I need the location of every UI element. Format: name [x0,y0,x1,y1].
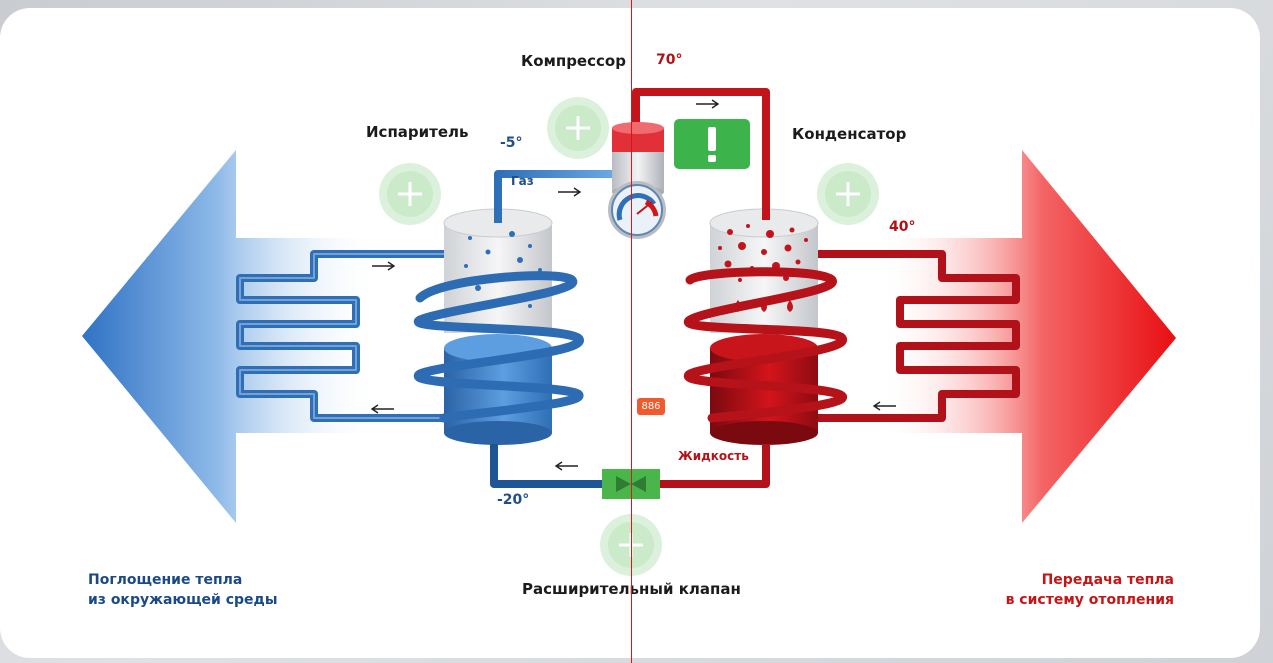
right-caption: Передача тепла в систему отопления [1006,570,1174,610]
heat-absorption-arrow [82,150,380,523]
cold-return-pipe [490,444,602,488]
condenser [683,208,847,445]
condenser-temp: 40° [889,219,916,235]
left-caption: Поглощение тепла из окружающей среды [88,570,278,610]
right-caption-line1: Передача тепла [1041,572,1174,588]
condenser-coil [812,250,1020,422]
diagram-card: Компрессор 70° Испаритель Конденсатор -5… [0,8,1260,658]
evaporator-coil [236,250,446,422]
condenser-label: Конденсатор [792,125,907,143]
evaporator-temp: -5° [500,135,523,151]
gas-label: Газ [511,174,534,188]
left-caption-line1: Поглощение тепла [88,572,243,588]
heat-transfer-arrow [880,150,1176,523]
heat-pump-diagram [82,88,1176,576]
compressor-temp: 70° [656,52,683,68]
left-caption-line2: из окружающей среды [88,592,278,608]
counter-badge: 886 [637,398,665,415]
evaporator-label: Испаритель [366,123,469,141]
plus-icon [817,163,879,225]
gauge-icon [608,181,666,239]
liquid-label: Жидкость [678,449,749,463]
center-guide-line [631,0,632,663]
liquid-pipe [660,444,770,488]
plus-icon [379,163,441,225]
hot-pipe [632,88,770,220]
valve-temp: -20° [497,492,530,508]
exclamation-icon [674,119,750,169]
right-caption-line2: в систему отопления [1005,592,1174,608]
compressor-label: Компрессор [521,52,626,70]
evaporator [413,208,584,445]
arrow-icon [370,99,896,471]
plus-icon [547,97,609,159]
gas-pipe [494,170,612,223]
